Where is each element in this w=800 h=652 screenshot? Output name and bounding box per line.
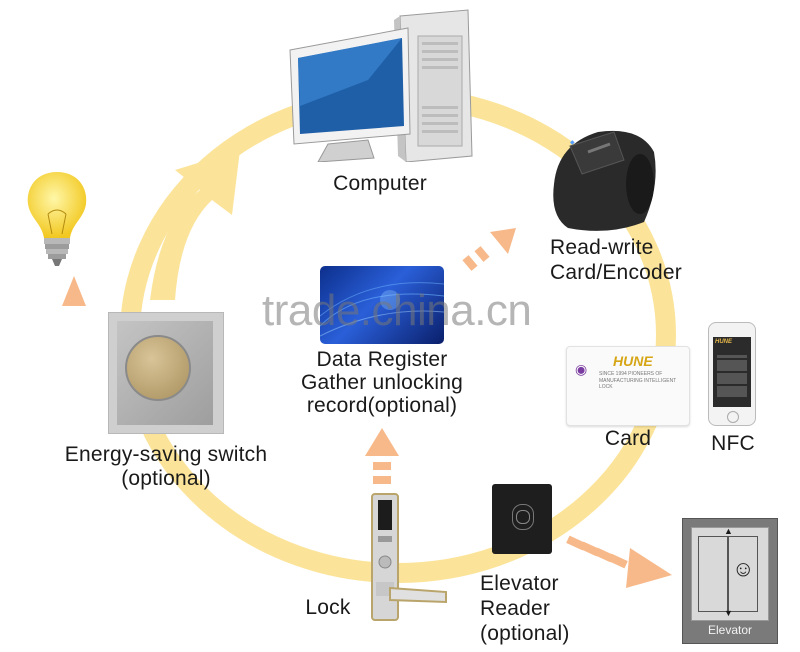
ring-arrow-head [150, 150, 240, 300]
energy-saving-switch-image [108, 312, 224, 434]
elevator-reader-line1: Elevator [480, 572, 559, 595]
wifi-icon: ◉ [575, 361, 588, 377]
encoder-label-line2: Card/Encoder [550, 261, 682, 284]
arrow-to-encoder [462, 228, 516, 271]
down-arrow-icon: ▼ [724, 608, 733, 618]
door-lock-image [366, 492, 450, 624]
nfc-brand: HUNE [715, 339, 733, 345]
card-encoder-icon: ◆ [548, 126, 664, 238]
card-brand: HUNE [613, 353, 653, 369]
card-tagline-1: SINCE 1994 PIONEERS OF [599, 371, 663, 377]
card-label: Card [604, 427, 652, 450]
elevator-reader-line3: (optional) [480, 622, 570, 645]
light-bulb-icon [24, 170, 90, 270]
card-slot [125, 335, 191, 401]
lock-label: Lock [305, 596, 351, 619]
arrow-to-bulb [62, 276, 86, 306]
person-icon: ☺ [732, 556, 755, 581]
data-register-line3: record(optional) [306, 394, 458, 417]
data-register-line2: Gather unlocking [301, 371, 463, 394]
hotel-card-image: ◉ HUNE SINCE 1994 PIONEERS OF MANUFACTUR… [566, 346, 690, 426]
elevator-reader-image [492, 484, 552, 554]
data-register-card-image [320, 266, 444, 344]
computer-label: Computer [333, 172, 427, 195]
computer-icon [288, 6, 478, 163]
elevator-label: Elevator [707, 623, 753, 637]
elevator-reader-line2: Reader [480, 597, 551, 620]
arrow-to-elevator [566, 535, 672, 588]
svg-text:◆: ◆ [570, 140, 575, 146]
nfc-label: NFC [711, 432, 755, 455]
encoder-label-line1: Read-write [550, 236, 654, 259]
elevator-image: ▲ ▼ ☺ Elevator [682, 518, 778, 644]
arrow-to-data-register [365, 428, 399, 484]
energy-switch-line2: (optional) [121, 467, 211, 490]
energy-switch-line1: Energy-saving switch [64, 443, 268, 466]
data-register-line1: Data Register [316, 348, 448, 371]
up-arrow-icon: ▲ [724, 526, 733, 536]
nfc-phone-image: HUNE [708, 322, 756, 426]
card-tagline-2: MANUFACTURING INTELLIGENT LOCK [599, 378, 677, 390]
watermark-text: trade.china.cn [262, 286, 532, 335]
